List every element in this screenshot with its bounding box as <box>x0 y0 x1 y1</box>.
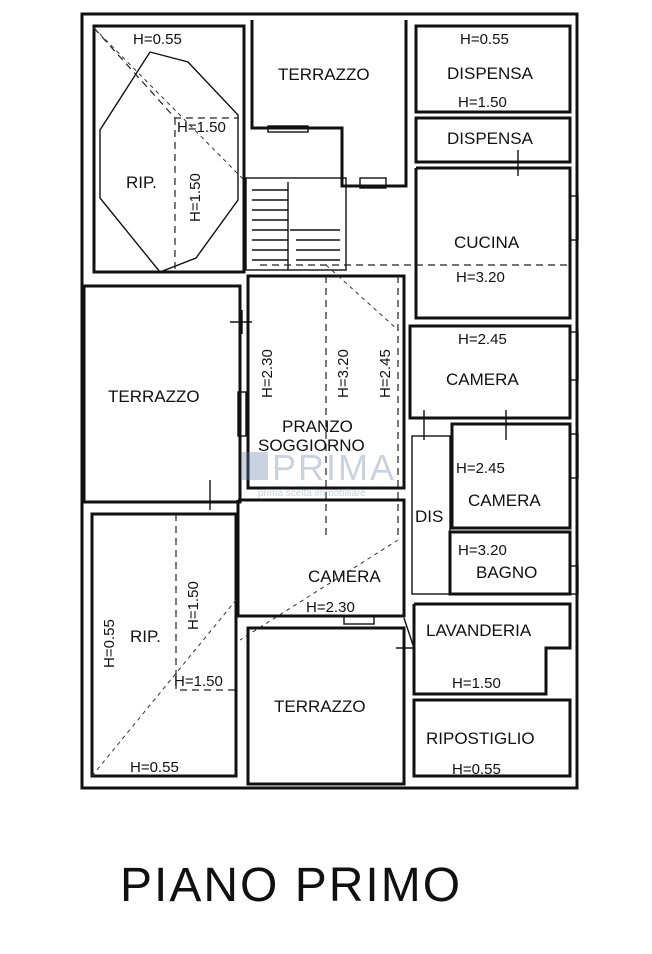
height-rip-top-wall: H=0.55 <box>133 31 182 48</box>
label-pranzo: PRANZO <box>282 417 353 436</box>
label-bagno: BAGNO <box>476 563 537 582</box>
terrazzo-left-door <box>237 391 247 437</box>
height-rip-top-mid: H=1.50 <box>177 119 226 136</box>
label-cucina: CUCINA <box>454 233 520 252</box>
label-dis: DIS <box>415 507 443 526</box>
terrazzo-top-window <box>359 177 387 189</box>
label-terrazzo-top: TERRAZZO <box>278 65 370 84</box>
dis-room <box>411 435 451 595</box>
terrazzo-left-room <box>82 284 242 504</box>
camera-3-walls <box>236 498 406 618</box>
height-rip-top-vertical: H=1.50 <box>187 173 204 222</box>
label-soggiorno: SOGGIORNO <box>258 436 365 455</box>
label-terrazzo-bottom: TERRAZZO <box>274 697 366 716</box>
height-pranzo-c: H=2.45 <box>377 349 394 398</box>
height-rip-bottom-wall: H=0.55 <box>101 619 118 668</box>
height-ripostiglio: H=0.55 <box>452 761 501 778</box>
camera-2-window <box>569 433 579 479</box>
rip-top-dashed-diagonal <box>93 27 245 181</box>
rip-bottom-room <box>90 512 238 778</box>
height-camera-3: H=2.30 <box>306 599 355 616</box>
label-terrazzo-left: TERRAZZO <box>108 387 200 406</box>
cucina-window <box>569 195 579 241</box>
watermark: PRIMA prima scelta immobiliare <box>242 447 396 499</box>
terrazzo-bottom-room <box>246 626 406 786</box>
terrazzo-top-door <box>267 125 309 133</box>
label-rip-top: RIP. <box>126 173 157 192</box>
outer-wall <box>80 12 579 790</box>
watermark-tagline: prima scelta immobiliare <box>258 488 366 499</box>
rip-top-hexagon <box>99 51 239 273</box>
bagno-room <box>448 530 572 596</box>
label-dispensa-2: DISPENSA <box>447 129 534 148</box>
label-dispensa-1: DISPENSA <box>447 64 534 83</box>
rip-bottom-dashed-diag <box>91 599 237 777</box>
dispensa-1-room <box>414 24 572 114</box>
height-camera-1: H=2.45 <box>458 331 507 348</box>
label-lavanderia: LAVANDERIA <box>426 621 532 640</box>
height-dispensa-2: H=1.50 <box>458 94 507 111</box>
label-camera-1: CAMERA <box>446 370 519 389</box>
height-pranzo-a: H=2.30 <box>259 349 276 398</box>
pranzo-dashed-diag2 <box>239 539 399 641</box>
lavanderia-walls <box>412 602 572 696</box>
terrazzo-top-walls <box>250 20 408 188</box>
watermark-brand: PRIMA <box>272 447 396 488</box>
height-bagno: H=3.20 <box>458 542 507 559</box>
height-pranzo-b: H=3.20 <box>335 349 352 398</box>
height-cucina: H=3.20 <box>456 269 505 286</box>
rip-bottom-dashed <box>175 514 236 691</box>
pranzo-dashed-diag1 <box>325 264 399 331</box>
camera-3-door <box>343 615 375 625</box>
stair-treads <box>252 182 340 270</box>
height-lavanderia: H=1.50 <box>452 675 501 692</box>
door-ticks <box>209 150 519 649</box>
height-rip-bottom-mid: H=1.50 <box>174 673 223 690</box>
watermark-logo-icon <box>242 452 268 480</box>
height-dispensa-1: H=0.55 <box>460 31 509 48</box>
page-title: PIANO PRIMO <box>120 859 463 912</box>
stair-block <box>245 177 347 271</box>
camera-1-window <box>569 331 579 381</box>
ripostiglio-room <box>412 698 572 778</box>
label-camera-3: CAMERA <box>308 567 381 586</box>
height-rip-bottom-vertical: H=1.50 <box>185 581 202 630</box>
label-ripostiglio: RIPOSTIGLIO <box>426 729 535 748</box>
dispensa-2-room <box>414 116 572 164</box>
height-camera-2: H=2.45 <box>456 460 505 477</box>
label-camera-2: CAMERA <box>468 491 541 510</box>
bagno-window <box>569 565 579 595</box>
rip-top-room <box>92 24 246 274</box>
height-rip-bottom-floor: H=0.55 <box>130 759 179 776</box>
label-rip-bottom: RIP. <box>130 627 161 646</box>
